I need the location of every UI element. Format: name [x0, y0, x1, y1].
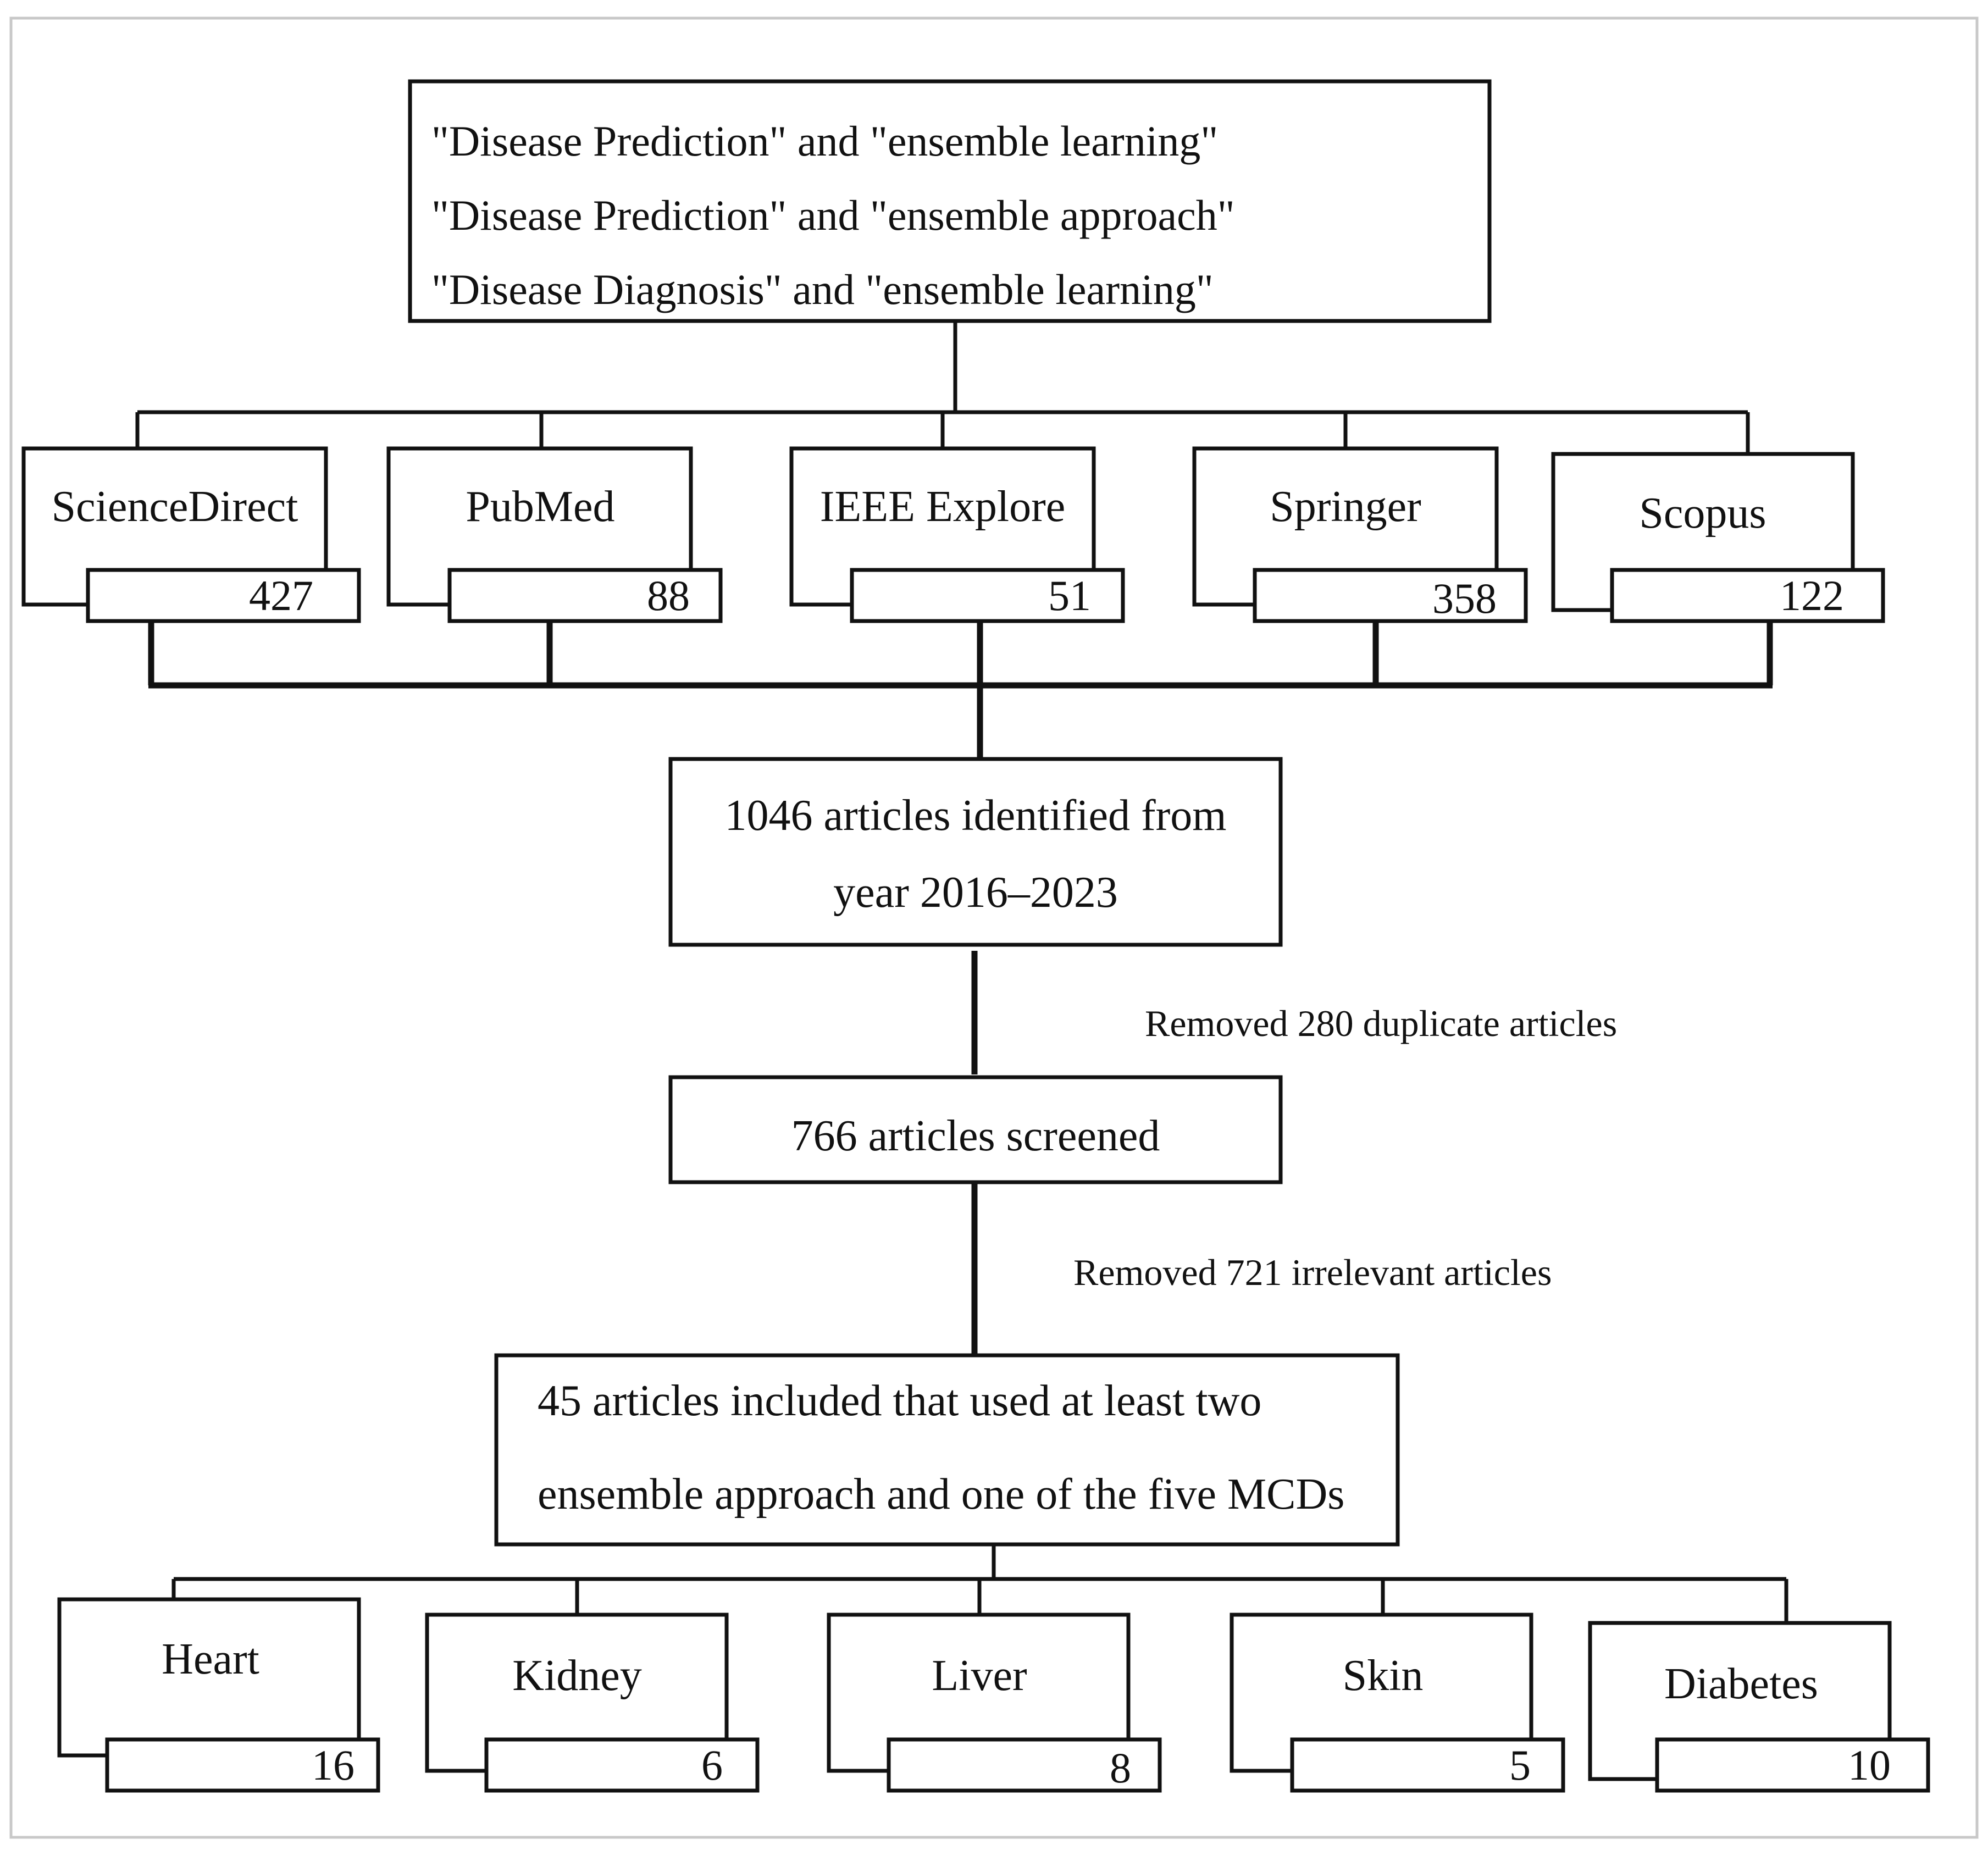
screened-box: [668, 1075, 1283, 1184]
screened-label: 766 articles screened: [791, 1112, 1160, 1160]
source-name: Scopus: [1639, 489, 1766, 538]
count-box: [887, 1737, 1162, 1793]
sources-merge-connector: [148, 621, 1773, 759]
disease-count: 8: [1110, 1744, 1131, 1792]
outer-frame: [9, 16, 1979, 1839]
query-line-1: "Disease Prediction" and "ensemble learn…: [431, 117, 1218, 165]
disease-count: 6: [701, 1741, 723, 1789]
source-sciencedirect: ScienceDirect 427: [21, 446, 361, 623]
identified-box: [668, 757, 1283, 947]
count-box: [447, 568, 723, 623]
query-line-3: "Disease Diagnosis" and "ensemble learni…: [431, 265, 1214, 313]
source-count: 122: [1780, 572, 1844, 619]
disease-name: Diabetes: [1664, 1660, 1818, 1708]
disease-name: Skin: [1343, 1652, 1424, 1700]
disease-kidney: Kidney 6: [425, 1613, 760, 1793]
disease-name: Liver: [932, 1652, 1027, 1700]
source-ieee-explore: IEEE Explore 51: [789, 446, 1125, 623]
disease-liver: Liver 8: [827, 1613, 1162, 1793]
source-count: 88: [647, 572, 690, 619]
disease-box: [57, 1597, 361, 1758]
included-to-diseases-connector: [171, 1544, 1788, 1623]
disease-count: 10: [1848, 1741, 1891, 1789]
source-springer: Springer 358: [1192, 446, 1528, 623]
included-line-1: 45 articles included that used at least …: [538, 1377, 1261, 1425]
disease-heart: Heart 16: [57, 1597, 380, 1793]
source-name: ScienceDirect: [52, 483, 298, 531]
included-line-2: ensemble approach and one of the five MC…: [538, 1470, 1344, 1519]
identified-line-2: year 2016–2023: [833, 868, 1118, 917]
disease-count: 5: [1509, 1741, 1531, 1789]
count-box: [1290, 1737, 1565, 1793]
count-box: [1655, 1737, 1930, 1793]
count-box: [484, 1737, 760, 1793]
removed-duplicates-note: Removed 280 duplicate articles: [1145, 1002, 1617, 1044]
count-box: [86, 568, 361, 623]
source-count: 51: [1048, 572, 1091, 619]
source-pubmed: PubMed 88: [386, 446, 723, 623]
query-to-sources-connector: [135, 321, 1750, 454]
source-name: IEEE Explore: [820, 483, 1065, 531]
source-name: PubMed: [466, 483, 614, 531]
identified-line-1: 1046 articles identified from: [724, 791, 1226, 840]
count-box: [1610, 568, 1885, 623]
search-query-box: [408, 79, 1492, 323]
included-box: [494, 1353, 1400, 1547]
disease-diabetes: Diabetes 10: [1588, 1621, 1930, 1793]
source-name: Springer: [1270, 483, 1421, 531]
disease-name: Heart: [162, 1635, 259, 1683]
removed-irrelevant-note: Removed 721 irrelevant articles: [1073, 1251, 1552, 1293]
source-count: 358: [1432, 574, 1497, 622]
disease-skin: Skin 5: [1230, 1613, 1565, 1793]
count-box: [105, 1737, 380, 1793]
count-box: [1253, 568, 1528, 623]
count-box: [850, 568, 1125, 623]
disease-count: 16: [312, 1741, 355, 1789]
disease-name: Kidney: [512, 1652, 642, 1700]
source-scopus: Scopus 122: [1551, 452, 1885, 623]
source-count: 427: [249, 572, 313, 619]
query-line-2: "Disease Prediction" and "ensemble appro…: [431, 191, 1235, 239]
